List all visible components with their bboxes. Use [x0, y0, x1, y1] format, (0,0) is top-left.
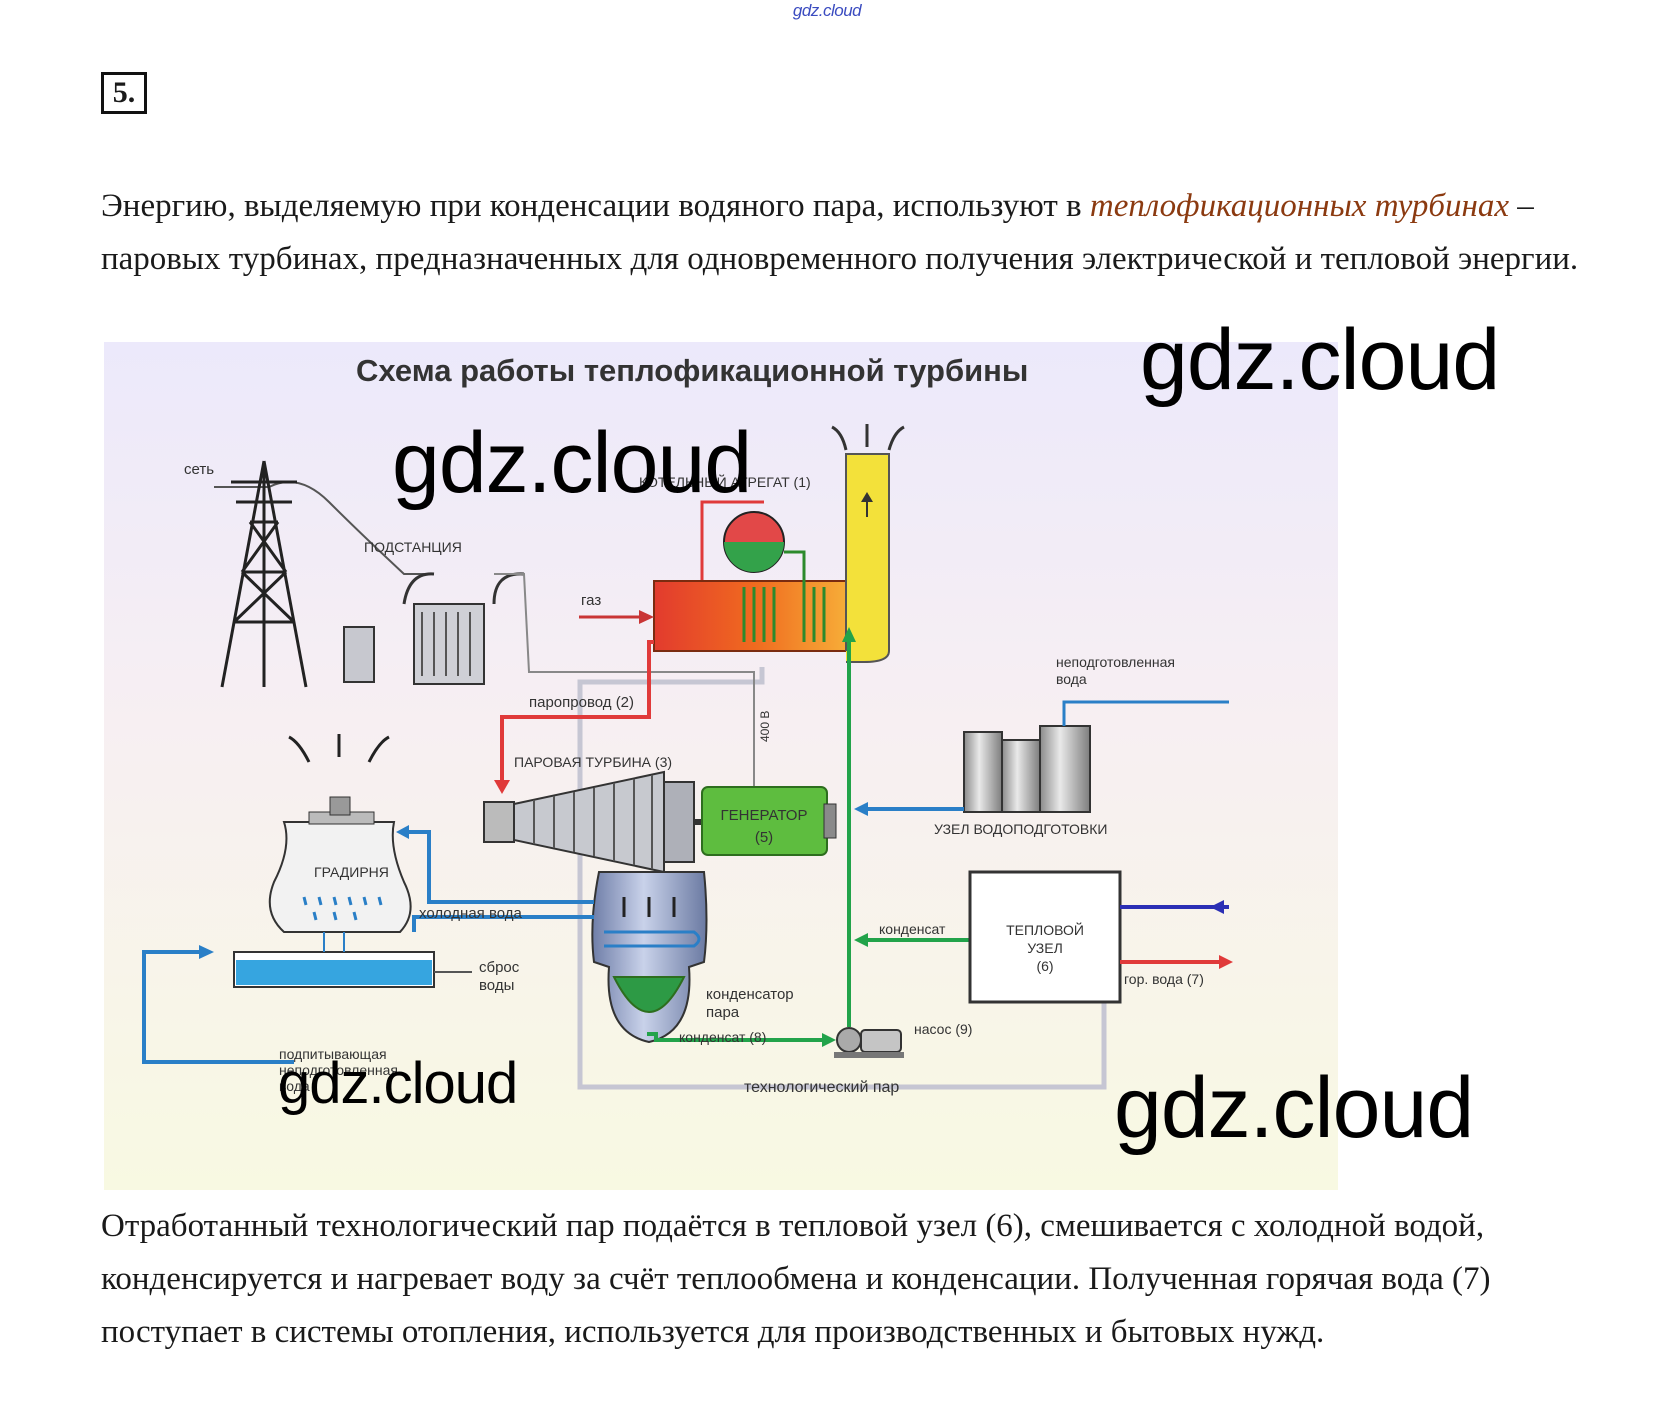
raw-water-label-1: неподготовленная	[1056, 654, 1175, 670]
watermark: gdz.cloud	[278, 1055, 517, 1113]
cable-label: 400 В	[758, 711, 772, 742]
intro-text-start: Энергию, выделяемую при конденсации водя…	[101, 188, 1090, 224]
cooling-tower-label: ГРАДИРНЯ	[314, 864, 389, 880]
condenser-label-1: конденсатор	[706, 986, 794, 1003]
generator-label: ГЕНЕРАТОР	[721, 807, 808, 824]
diagram-title: Схема работы теплофикационной турбины	[356, 353, 1028, 388]
cold-water-label: холодная вода	[419, 905, 523, 922]
condenser-label-2: пара	[706, 1004, 740, 1021]
grid-label: сеть	[184, 461, 214, 478]
feed-pump	[834, 1028, 904, 1058]
boiler-flue	[846, 454, 889, 662]
condensate-label: конденсат	[879, 921, 946, 937]
explanation-paragraph: Отработанный технологический пар подаётс…	[101, 1200, 1581, 1359]
term-highlight: теплофикационных турбинах	[1090, 188, 1509, 224]
discharge-label-2: воды	[479, 977, 514, 994]
watermark: gdz.cloud	[1140, 317, 1499, 403]
turbine-label: ПАРОВАЯ ТУРБИНА (3)	[514, 754, 672, 770]
watermark: gdz.cloud	[1114, 1065, 1473, 1151]
site-header[interactable]: gdz.cloud	[0, 1, 1654, 21]
process-steam-label: технологический пар	[744, 1079, 899, 1096]
water-treatment-label: УЗЕЛ ВОДОПОДГОТОВКИ	[934, 821, 1107, 837]
raw-water-label-2: вода	[1056, 671, 1087, 687]
condensate-8-label: конденсат (8)	[679, 1029, 766, 1045]
substation-label: ПОДСТАНЦИЯ	[364, 539, 462, 555]
task-number: 5.	[101, 72, 147, 114]
hot-water-label: гор. вода (7)	[1124, 971, 1204, 987]
heat-node-label-3: (6)	[1036, 958, 1053, 974]
heat-node-label-2: УЗЕЛ	[1027, 940, 1063, 956]
generator-number: (5)	[755, 829, 773, 846]
basin-water	[236, 960, 432, 985]
heat-node-label-1: ТЕПЛОВОЙ	[1006, 921, 1084, 938]
intro-paragraph: Энергию, выделяемую при конденсации водя…	[101, 180, 1581, 286]
discharge-label-1: сброс	[479, 959, 520, 976]
gas-label: газ	[581, 592, 601, 609]
steam-pipe-label: паропровод (2)	[529, 694, 634, 711]
watermark: gdz.cloud	[392, 420, 751, 506]
pump-label: насос (9)	[914, 1021, 972, 1037]
